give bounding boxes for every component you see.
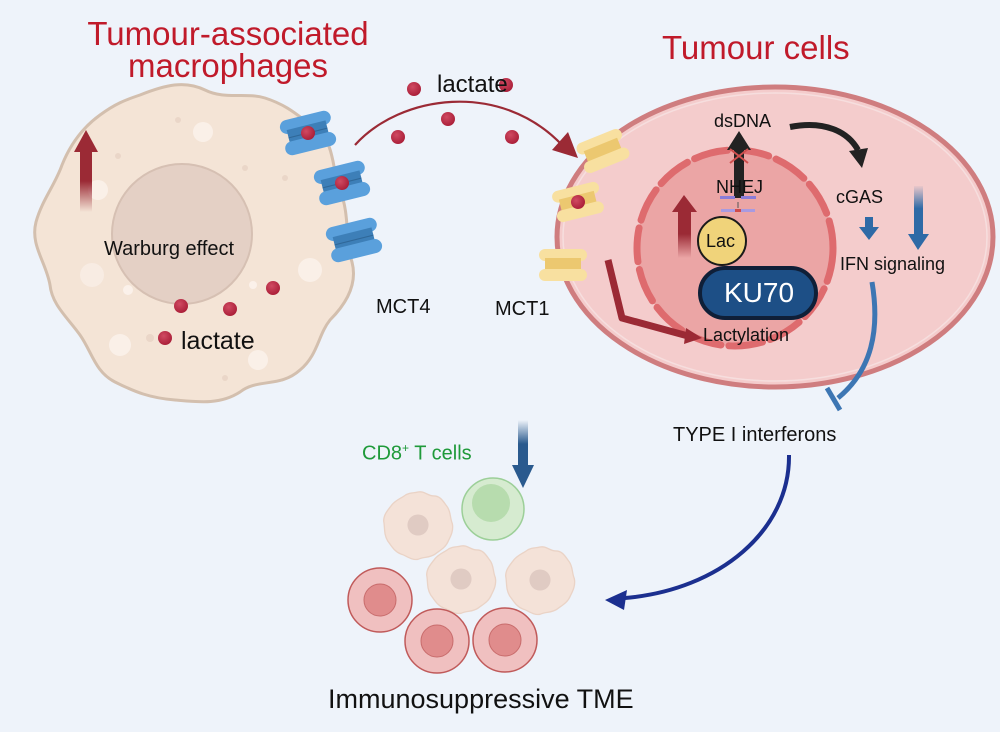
nuclear-lactate-up-arrow-icon xyxy=(672,195,697,258)
ifn-signaling-label: IFN signaling xyxy=(840,254,946,274)
dsdna-label: dsDNA xyxy=(714,111,772,131)
ifn-inhibition-arrow-icon xyxy=(824,281,878,412)
cd8-t-cell xyxy=(461,477,525,541)
lactylation-arrow-icon xyxy=(604,259,702,344)
tumour-cells-title: Tumour cells xyxy=(662,29,850,66)
macrophage-small-2 xyxy=(426,545,497,615)
type-i-interferons-label: TYPE I interferons xyxy=(673,424,837,446)
lactylation-label: Lactylation xyxy=(703,325,790,345)
dna-break-icon xyxy=(720,196,756,212)
ku70-label: KU70 xyxy=(724,277,795,308)
interferons-to-tme-arrow-icon xyxy=(605,454,792,610)
cd8-prefix: CD8 xyxy=(362,442,403,465)
ku70-protein-badge xyxy=(698,266,818,320)
macrophage-nucleus xyxy=(111,163,253,305)
lac-modification-badge xyxy=(697,216,747,266)
macrophages-title-line2: macrophages xyxy=(128,47,328,84)
macrophages-title: Tumour-associated macrophages xyxy=(63,15,393,84)
nhej-label: NHEJ xyxy=(716,177,764,197)
mct1-transporter-3 xyxy=(539,249,587,281)
immunosuppressive-tme-label: Immunosuppressive TME xyxy=(328,684,634,714)
ifn-down-arrow-icon xyxy=(908,186,929,250)
dsdna-blocked-arrow-icon xyxy=(727,131,751,198)
tumour-cell-small-3 xyxy=(472,607,538,673)
warburg-up-arrow-icon xyxy=(74,130,98,212)
dsdna-to-cgas-arrow-icon xyxy=(789,121,868,168)
lactate-intracellular-label: lactate xyxy=(181,327,255,355)
warburg-effect-label: Warburg effect xyxy=(104,238,235,260)
macrophage-small-1 xyxy=(383,491,454,561)
cd8-suffix: T cells xyxy=(409,442,472,465)
mct4-label: MCT4 xyxy=(376,296,431,318)
tme-cell-cluster xyxy=(347,477,576,674)
macrophage-cell xyxy=(33,83,355,404)
tumour-cell-small-2 xyxy=(404,608,470,674)
macrophage-small-3 xyxy=(505,546,576,616)
cd8-t-cells-label: CD8+ T cells xyxy=(362,441,472,466)
cgas-label: cGAS xyxy=(836,187,884,207)
lactate-transport-label: lactate xyxy=(437,71,508,98)
macrophages-title-line1: Tumour-associated xyxy=(87,15,369,52)
cgas-to-ifn-arrow-icon xyxy=(859,217,879,240)
cd8-superscript: + xyxy=(402,441,410,455)
lactate-transport-arrow-icon xyxy=(354,100,578,158)
cd8-down-arrow-icon xyxy=(512,420,534,488)
tumour-cell-small-1 xyxy=(347,567,413,633)
lac-label: Lac xyxy=(706,231,736,251)
mct1-label: MCT1 xyxy=(495,298,550,320)
